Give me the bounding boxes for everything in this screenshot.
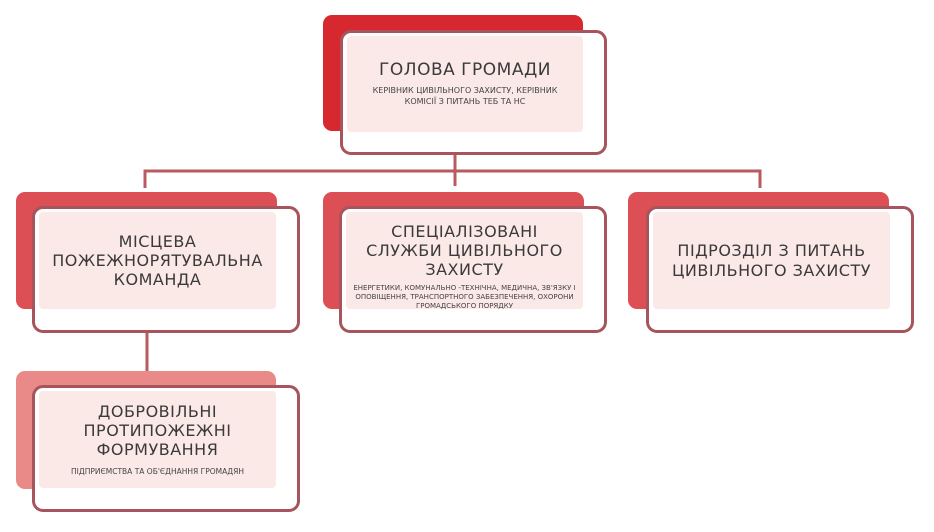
head-subtitle: КЕРІВНИК ЦИВІЛЬНОГО ЗАХИСТУ, КЕРІВНИК КО… bbox=[372, 86, 558, 107]
volunteer-box: ДОБРОВІЛЬНІ ПРОТИПОЖЕЖНІ ФОРМУВАННЯ ПІДП… bbox=[32, 385, 300, 512]
special-services-box-content: СПЕЦІАЛІЗОВАНІ СЛУЖБИ ЦИВІЛЬНОГО ЗАХИСТУ… bbox=[346, 212, 583, 311]
fire-team-box-content: МІСЦЕВА ПОЖЕЖНОРЯТУВАЛЬНА КОМАНДА bbox=[39, 212, 276, 309]
fire-team-title: МІСЦЕВА ПОЖЕЖНОРЯТУВАЛЬНА КОМАНДА bbox=[52, 231, 263, 290]
head-box: ГОЛОВА ГРОМАДИ КЕРІВНИК ЦИВІЛЬНОГО ЗАХИС… bbox=[340, 30, 607, 155]
head-box-content: ГОЛОВА ГРОМАДИ КЕРІВНИК ЦИВІЛЬНОГО ЗАХИС… bbox=[347, 36, 583, 132]
volunteer-subtitle: ПІДПРИЄМСТВА ТА ОБ'ЄДНАННЯ ГРОМАДЯН bbox=[71, 467, 244, 477]
cz-unit-box-content: ПІДРОЗДІЛ З ПИТАНЬ ЦИВІЛЬНОГО ЗАХИСТУ bbox=[653, 212, 890, 309]
special-services-box: СПЕЦІАЛІЗОВАНІ СЛУЖБИ ЦИВІЛЬНОГО ЗАХИСТУ… bbox=[339, 206, 607, 333]
volunteer-title: ДОБРОВІЛЬНІ ПРОТИПОЖЕЖНІ ФОРМУВАННЯ bbox=[83, 401, 232, 460]
cz-unit-box: ПІДРОЗДІЛ З ПИТАНЬ ЦИВІЛЬНОГО ЗАХИСТУ bbox=[646, 206, 914, 333]
special-services-title: СПЕЦІАЛІЗОВАНІ СЛУЖБИ ЦИВІЛЬНОГО ЗАХИСТУ bbox=[366, 222, 563, 280]
special-services-subtitle: ЕНЕРГЕТИКИ, КОМУНАЛЬНО -ТЕХНІЧНА, МЕДИЧН… bbox=[353, 283, 576, 311]
fire-team-box: МІСЦЕВА ПОЖЕЖНОРЯТУВАЛЬНА КОМАНДА bbox=[32, 206, 300, 333]
cz-unit-title: ПІДРОЗДІЛ З ПИТАНЬ ЦИВІЛЬНОГО ЗАХИСТУ bbox=[672, 241, 871, 280]
head-title: ГОЛОВА ГРОМАДИ bbox=[379, 60, 551, 80]
volunteer-box-content: ДОБРОВІЛЬНІ ПРОТИПОЖЕЖНІ ФОРМУВАННЯ ПІДП… bbox=[39, 391, 276, 488]
